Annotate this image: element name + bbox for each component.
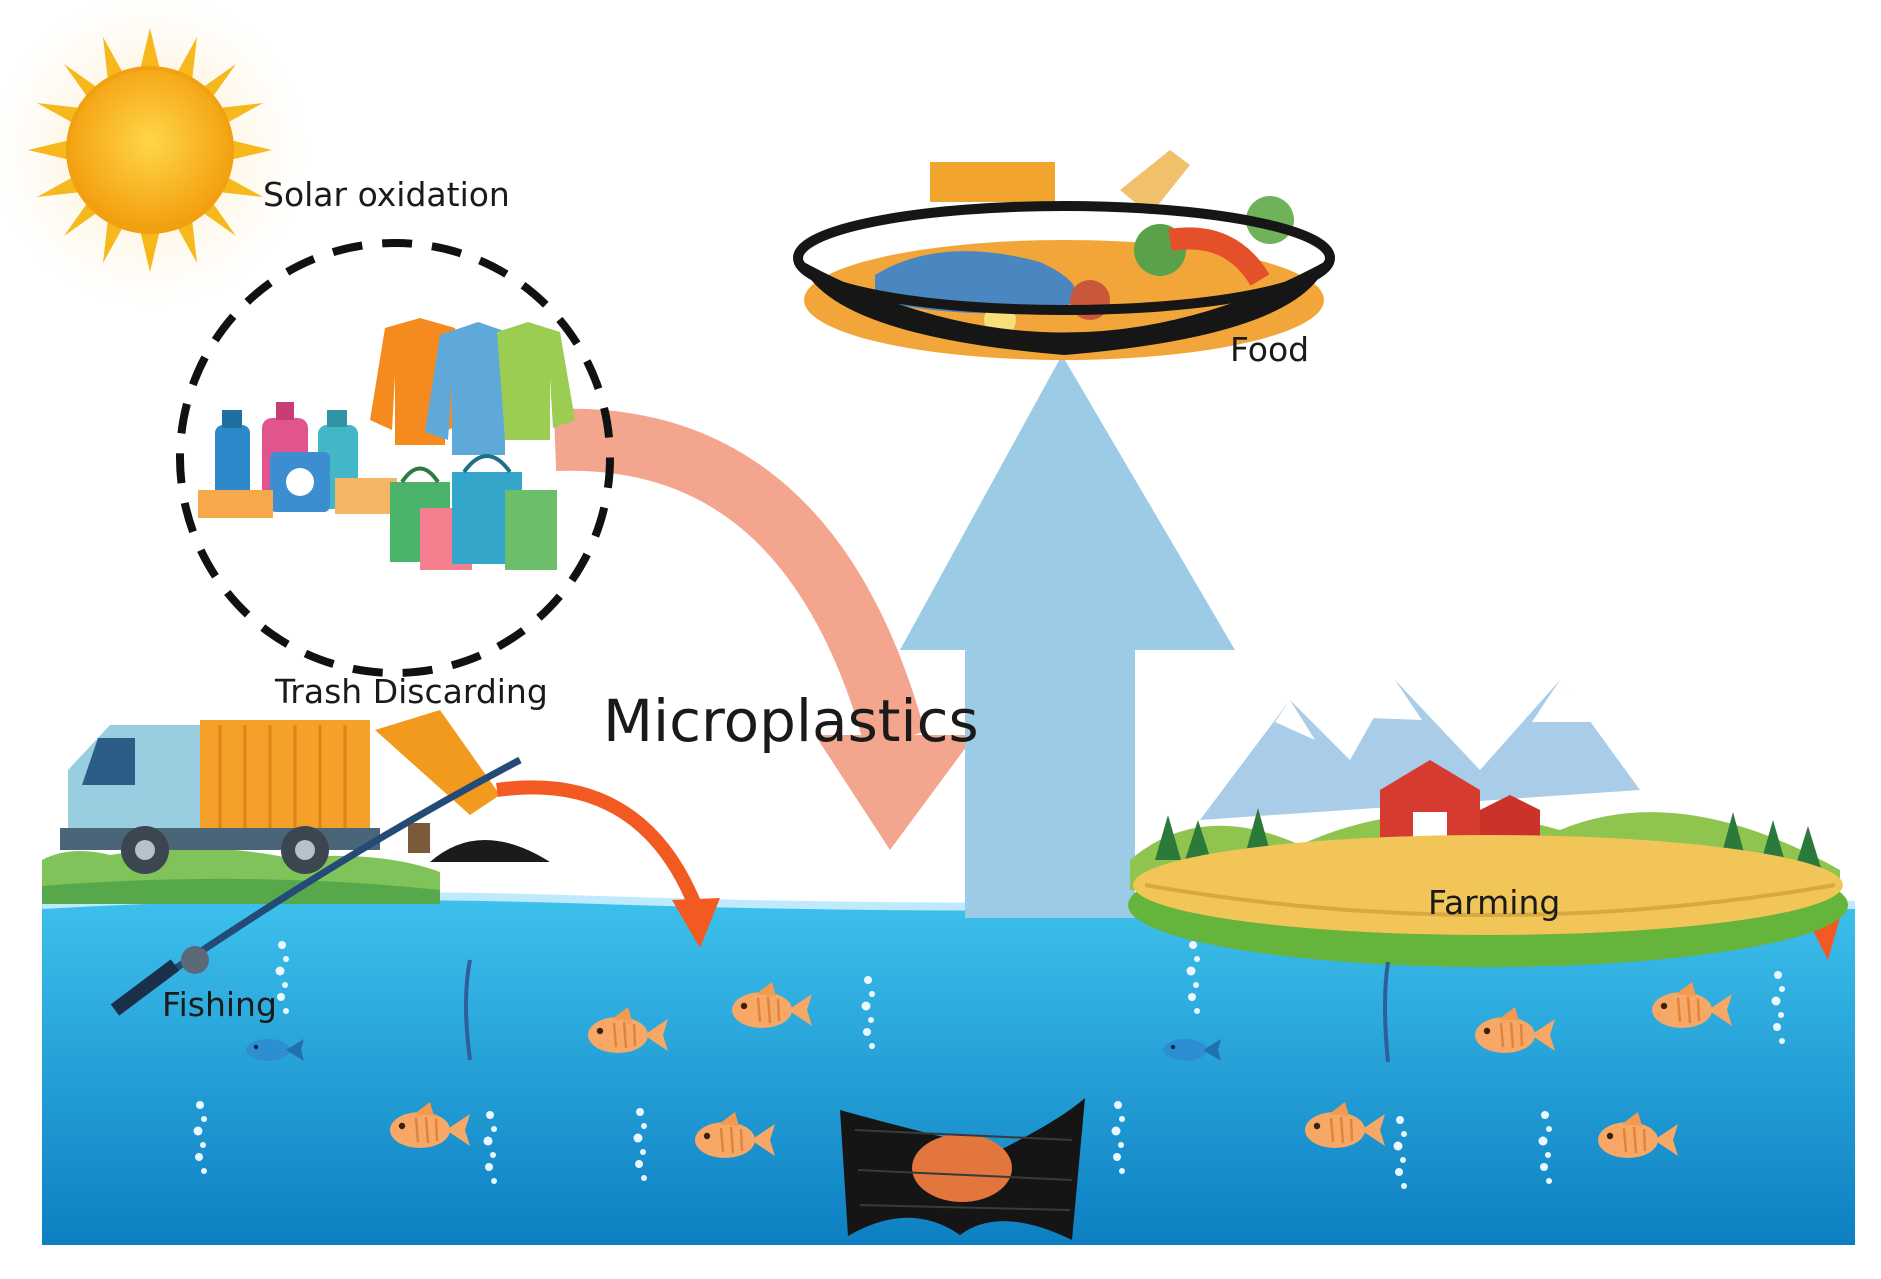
trash-items-icon	[176, 239, 614, 677]
microplastics-label: Microplastics	[603, 687, 979, 755]
fishing-runoff-arrow	[496, 780, 720, 948]
trash-discarding-label: Trash Discarding	[275, 672, 548, 711]
fishing-rod-icon	[110, 756, 522, 1016]
food-label: Food	[1230, 330, 1310, 369]
food-chain-arrow	[900, 355, 1235, 918]
sea-life	[193, 941, 1785, 1189]
fishing-label: Fishing	[162, 985, 277, 1024]
sun-icon	[0, 0, 310, 310]
farming-label: Farming	[1428, 883, 1561, 922]
garbage-truck-icon	[42, 710, 550, 904]
solar-oxidation-label: Solar oxidation	[263, 175, 510, 214]
fishing-net-icon	[840, 1098, 1085, 1240]
farm-island-icon	[1128, 680, 1848, 967]
microplastics-flow-arrow	[553, 408, 975, 850]
food-bowl-icon	[793, 150, 1335, 360]
